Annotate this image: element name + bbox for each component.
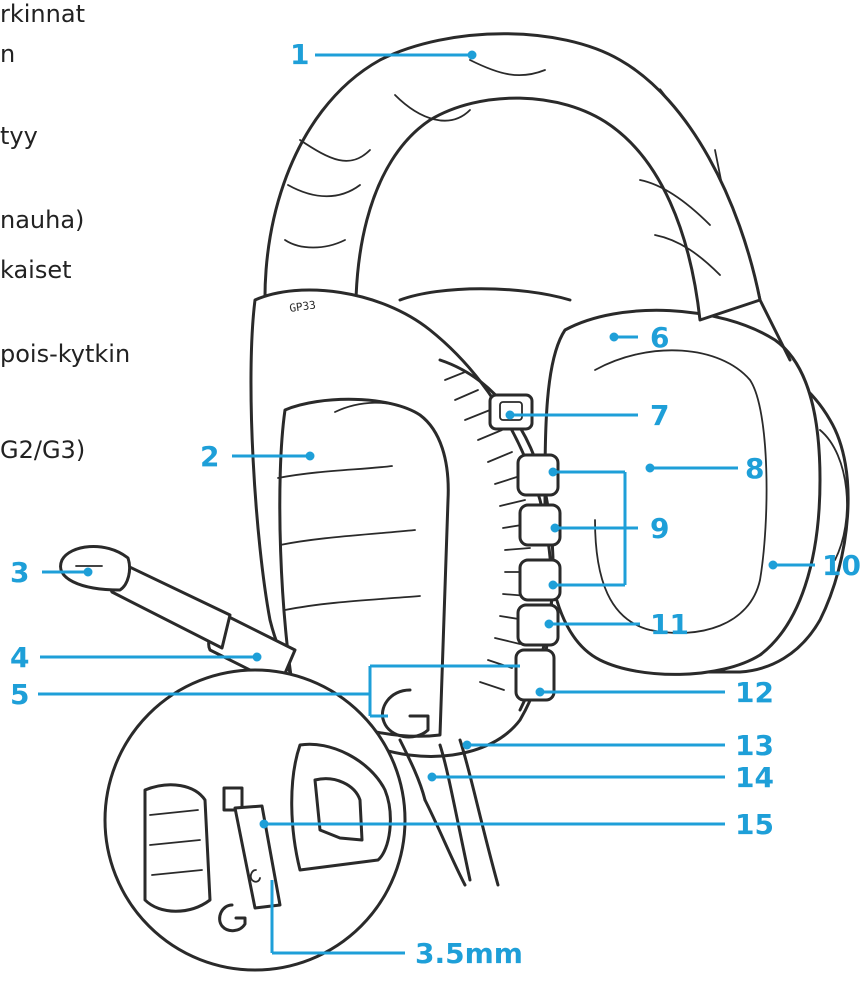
callout-2: 2	[200, 440, 219, 473]
callout-10: 10	[822, 549, 861, 582]
callout-15: 15	[735, 808, 774, 841]
callout-9: 9	[650, 512, 669, 545]
callout-5: 5	[10, 678, 29, 711]
callout-7: 7	[650, 399, 669, 432]
callout-4: 4	[10, 641, 29, 674]
callout-3: 3	[10, 556, 29, 589]
callout-13: 13	[735, 729, 774, 762]
headset-illustration: GP33	[61, 34, 849, 970]
callout-11: 11	[650, 608, 689, 641]
callout-6: 6	[650, 321, 669, 354]
callout-14: 14	[735, 761, 774, 794]
callout-8: 8	[745, 452, 764, 485]
callout-12: 12	[735, 676, 774, 709]
callout-1: 1	[290, 38, 309, 71]
callout-3-5mm: 3.5mm	[415, 937, 523, 970]
